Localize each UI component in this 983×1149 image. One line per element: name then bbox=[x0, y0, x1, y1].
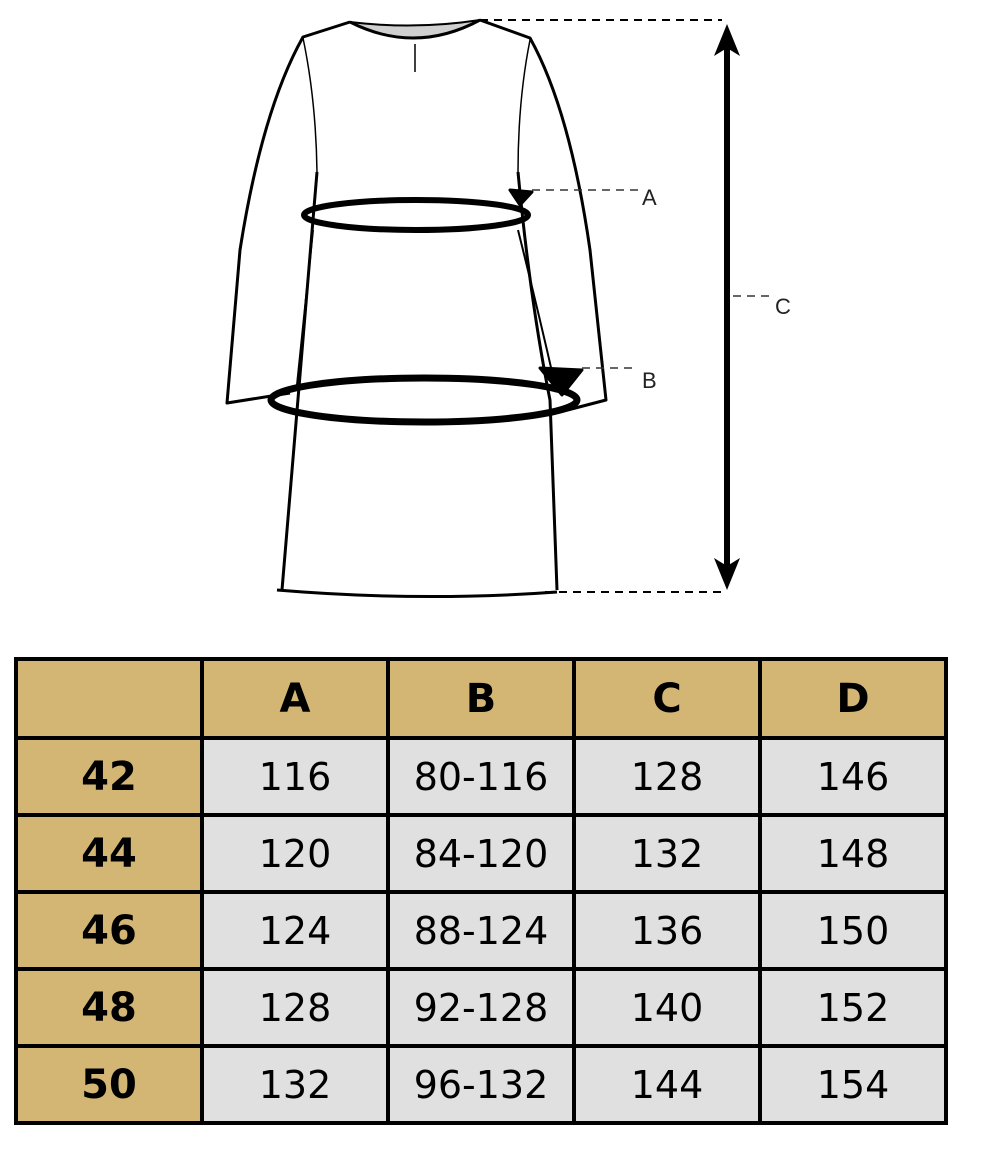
table-cell: 148 bbox=[758, 813, 948, 894]
right-sleeve bbox=[479, 18, 608, 414]
table-cell: 116 bbox=[200, 736, 390, 817]
size-cell: 44 bbox=[14, 813, 204, 894]
size-cell: 46 bbox=[14, 890, 204, 971]
table-row: 44 120 84-120 132 148 bbox=[14, 813, 948, 894]
size-cell: 42 bbox=[14, 736, 204, 817]
table-row: 48 128 92-128 140 152 bbox=[14, 967, 948, 1048]
table-cell: 84-120 bbox=[386, 813, 576, 894]
table-cell: 150 bbox=[758, 890, 948, 971]
hip-ring-b bbox=[267, 374, 581, 426]
length-arrow-c bbox=[714, 24, 740, 590]
table-cell: 144 bbox=[572, 1044, 762, 1125]
table-cell: 136 bbox=[572, 890, 762, 971]
table-cell: 96-132 bbox=[386, 1044, 576, 1125]
header-cell: A bbox=[200, 657, 390, 740]
table-cell: 152 bbox=[758, 967, 948, 1048]
table-row: 46 124 88-124 136 150 bbox=[14, 890, 948, 971]
hem bbox=[276, 588, 558, 599]
table-cell: 146 bbox=[758, 736, 948, 817]
dress-diagram: A B C bbox=[225, 18, 791, 599]
table-cell: 120 bbox=[200, 813, 390, 894]
table-cell: 154 bbox=[758, 1044, 948, 1125]
header-cell: B bbox=[386, 657, 576, 740]
table-cell: 88-124 bbox=[386, 890, 576, 971]
size-table: A B C D 42 116 80-116 128 146 44 120 84-… bbox=[14, 657, 948, 1125]
table-row: 42 116 80-116 128 146 bbox=[14, 736, 948, 817]
size-cell: 48 bbox=[14, 967, 204, 1048]
table-row: 50 132 96-132 144 154 bbox=[14, 1044, 948, 1125]
table-cell: 140 bbox=[572, 967, 762, 1048]
table-cell: 128 bbox=[572, 736, 762, 817]
label-a: A bbox=[642, 185, 657, 210]
label-c: C bbox=[775, 294, 791, 319]
table-cell: 124 bbox=[200, 890, 390, 971]
table-cell: 132 bbox=[200, 1044, 390, 1125]
table-header-row: A B C D bbox=[14, 657, 948, 740]
header-cell: C bbox=[572, 657, 762, 740]
size-cell: 50 bbox=[14, 1044, 204, 1125]
header-cell bbox=[14, 657, 204, 740]
left-sleeve bbox=[225, 20, 351, 405]
table-cell: 92-128 bbox=[386, 967, 576, 1048]
header-cell: D bbox=[758, 657, 948, 740]
label-b: B bbox=[642, 368, 657, 393]
table-cell: 128 bbox=[200, 967, 390, 1048]
table-cell: 132 bbox=[572, 813, 762, 894]
table-cell: 80-116 bbox=[386, 736, 576, 817]
waist-ring-a bbox=[301, 197, 531, 233]
